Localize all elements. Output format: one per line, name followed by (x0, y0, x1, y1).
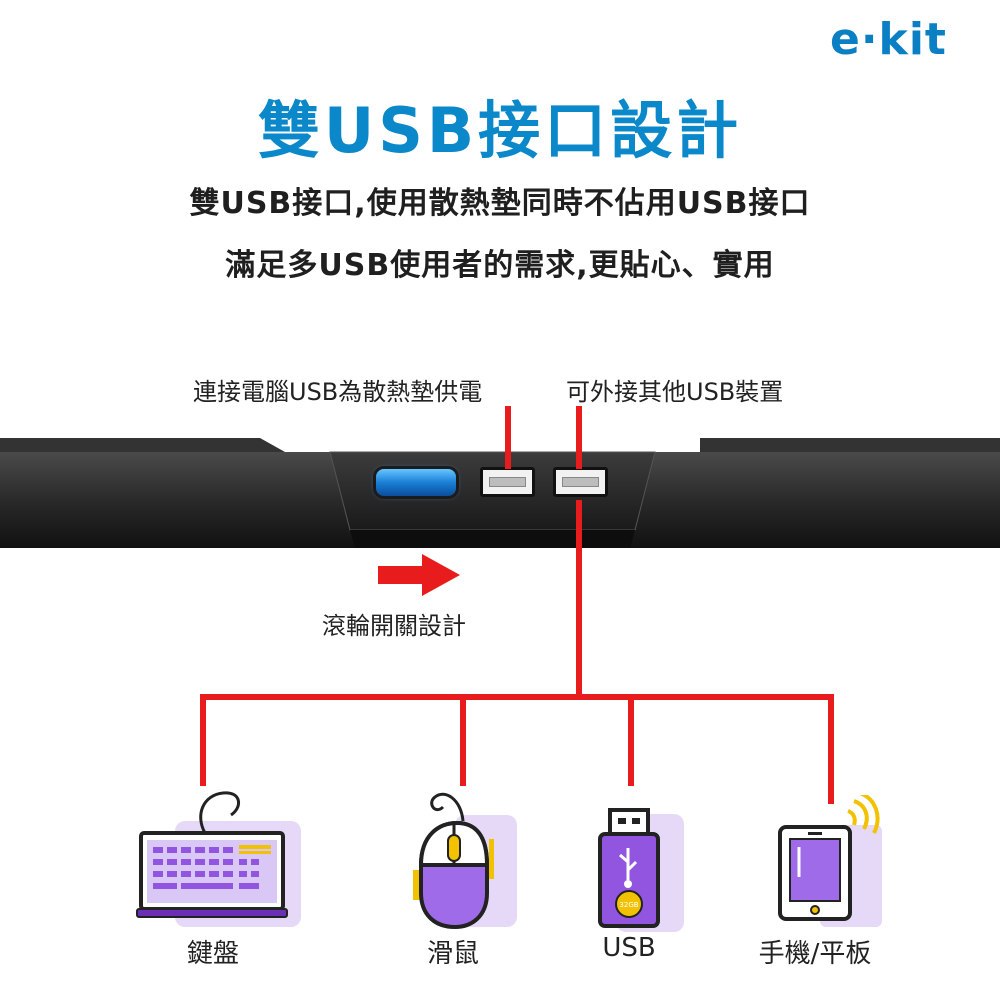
page-title: 雙USB接口設計 (257, 94, 743, 167)
line-drop-mouse (460, 694, 466, 786)
tablet-icon (778, 795, 882, 927)
device-label-mouse: 滑鼠 (426, 939, 479, 969)
callout-port-power: 連接電腦USB為散熱墊供電 (193, 378, 483, 406)
line-drop-tablet (828, 694, 834, 804)
subtitle-line-1: 雙USB接口,使用散熱墊同時不佔用USB接口 (189, 186, 811, 221)
keyboard-icon (136, 791, 301, 927)
subtitle-line-2: 滿足多USB使用者的需求,更貼心、實用 (225, 248, 775, 283)
device-label-keyboard: 鍵盤 (186, 939, 239, 969)
usb-port-2[interactable] (553, 467, 608, 497)
line-port2-trunk (576, 500, 582, 698)
ekit-logo: e·kit (830, 14, 947, 65)
line-drop-usb (628, 694, 634, 786)
line-distribution-bar (200, 694, 834, 700)
mouse-icon (413, 792, 517, 930)
usb-port-1[interactable] (480, 467, 535, 497)
callout-wheel-switch: 滾輪開關設計 (322, 612, 466, 640)
scroll-wheel-switch[interactable] (376, 469, 456, 496)
line-drop-keyboard (200, 694, 206, 786)
device-label-usb: USB (602, 933, 656, 963)
callout-port-extra: 可外接其他USB裝置 (566, 378, 784, 406)
line-port1-callout (505, 406, 511, 469)
device-label-tablet: 手機/平板 (758, 939, 872, 969)
line-port2-callout (576, 406, 582, 469)
arrow-right-icon (378, 554, 460, 596)
usb-capacity-label: 32GB (619, 901, 638, 909)
usb-drive-icon: 32GB (598, 808, 684, 932)
